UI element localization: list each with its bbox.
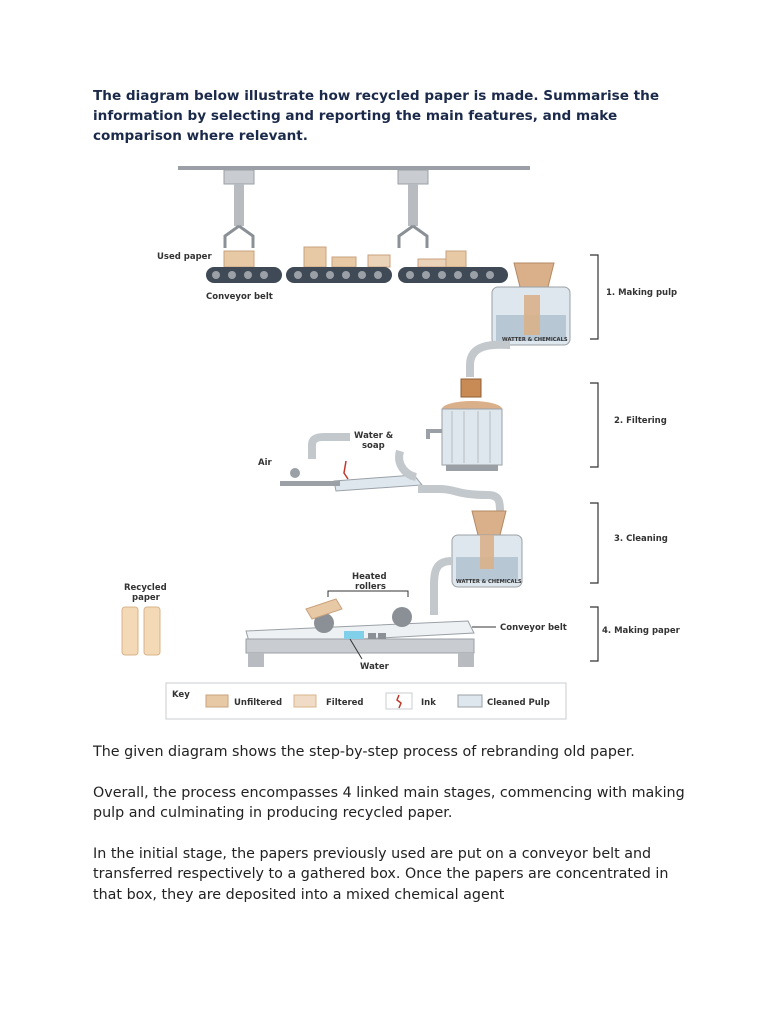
label-water-soap-line2: soap xyxy=(362,441,385,451)
stage-label-3: 3. Cleaning xyxy=(614,534,668,544)
pointer-water xyxy=(349,638,363,660)
stage-bracket-2 xyxy=(590,382,599,468)
diagram-key: Key Unfiltered Filtered Ink Cleaned Pulp xyxy=(165,682,567,720)
air-nozzle xyxy=(280,481,340,486)
key-label-cleaned-pulp: Cleaned Pulp xyxy=(487,698,550,708)
label-air: Air xyxy=(258,458,272,468)
key-swatch-unfiltered xyxy=(205,694,229,708)
label-water-chemicals-1: WATTER & CHEMICALS xyxy=(502,337,568,343)
filter-basket xyxy=(460,378,482,398)
filter-tap xyxy=(426,429,442,439)
stage-label-1: 1. Making pulp xyxy=(606,288,677,298)
label-conveyor-belt-top: Conveyor belt xyxy=(206,292,273,302)
pipe-water-soap xyxy=(308,433,350,459)
key-swatch-cleaned-pulp xyxy=(457,694,483,708)
used-paper-stack xyxy=(223,246,467,268)
label-used-paper: Used paper xyxy=(157,252,212,262)
label-water: Water xyxy=(360,662,390,672)
key-label-unfiltered: Unfiltered xyxy=(234,698,282,708)
task-prompt: The diagram below illustrate how recycle… xyxy=(93,88,660,144)
key-label-ink: Ink xyxy=(421,698,436,708)
label-heated-rollers-line1: Heated xyxy=(352,572,387,582)
key-swatch-filtered xyxy=(293,694,317,708)
essay-paragraph-intro: The given diagram shows the step-by-step… xyxy=(93,744,635,760)
paper-machine xyxy=(245,598,475,667)
ink-drops xyxy=(343,460,349,480)
conveyor-belt-top xyxy=(206,267,508,283)
essay-paragraph-overview: Overall, the process encompasses 4 linke… xyxy=(93,784,685,822)
label-recycled-paper-line2: paper xyxy=(132,593,161,603)
claw-1 xyxy=(223,169,255,248)
label-water-soap-line1: Water & xyxy=(354,431,394,441)
label-conveyor-belt-bottom: Conveyor belt xyxy=(500,623,567,633)
diagram-svg: Used paper Conveyor belt WATTER & CHEMIC… xyxy=(121,166,680,720)
stage-label-2: 2. Filtering xyxy=(614,416,667,426)
essay-body: The given diagram shows the step-by-step… xyxy=(93,742,693,925)
claw-2 xyxy=(397,169,429,248)
overhead-rail xyxy=(178,166,530,170)
key-label-filtered: Filtered xyxy=(326,698,364,708)
filter-drum xyxy=(441,401,503,471)
essay-paragraph-stage-one: In the initial stage, the papers previou… xyxy=(93,845,669,903)
stage-label-4: 4. Making paper xyxy=(602,626,680,636)
recycled-paper-rolls xyxy=(121,606,161,656)
label-heated-rollers-line2: rollers xyxy=(355,582,386,592)
recycling-process-diagram: Used paper Conveyor belt WATTER & CHEMIC… xyxy=(100,155,680,735)
pipe-cleaning-to-paper xyxy=(430,557,453,615)
stage-bracket-1 xyxy=(590,254,599,340)
stage-bracket-4 xyxy=(590,606,599,662)
pipe-filter-to-trough xyxy=(395,449,418,481)
label-water-chemicals-2: WATTER & CHEMICALS xyxy=(456,579,522,585)
pipe-trough-to-cleaning xyxy=(418,485,504,512)
key-title: Key xyxy=(172,690,190,700)
label-recycled-paper-line1: Recycled xyxy=(124,583,167,593)
pulp-tank-1 xyxy=(491,262,571,346)
cleaning-tank xyxy=(451,510,523,588)
pipe-pulp-to-filter xyxy=(466,340,511,377)
heated-rollers-bracket xyxy=(327,590,409,597)
stage-bracket-3 xyxy=(590,502,599,584)
